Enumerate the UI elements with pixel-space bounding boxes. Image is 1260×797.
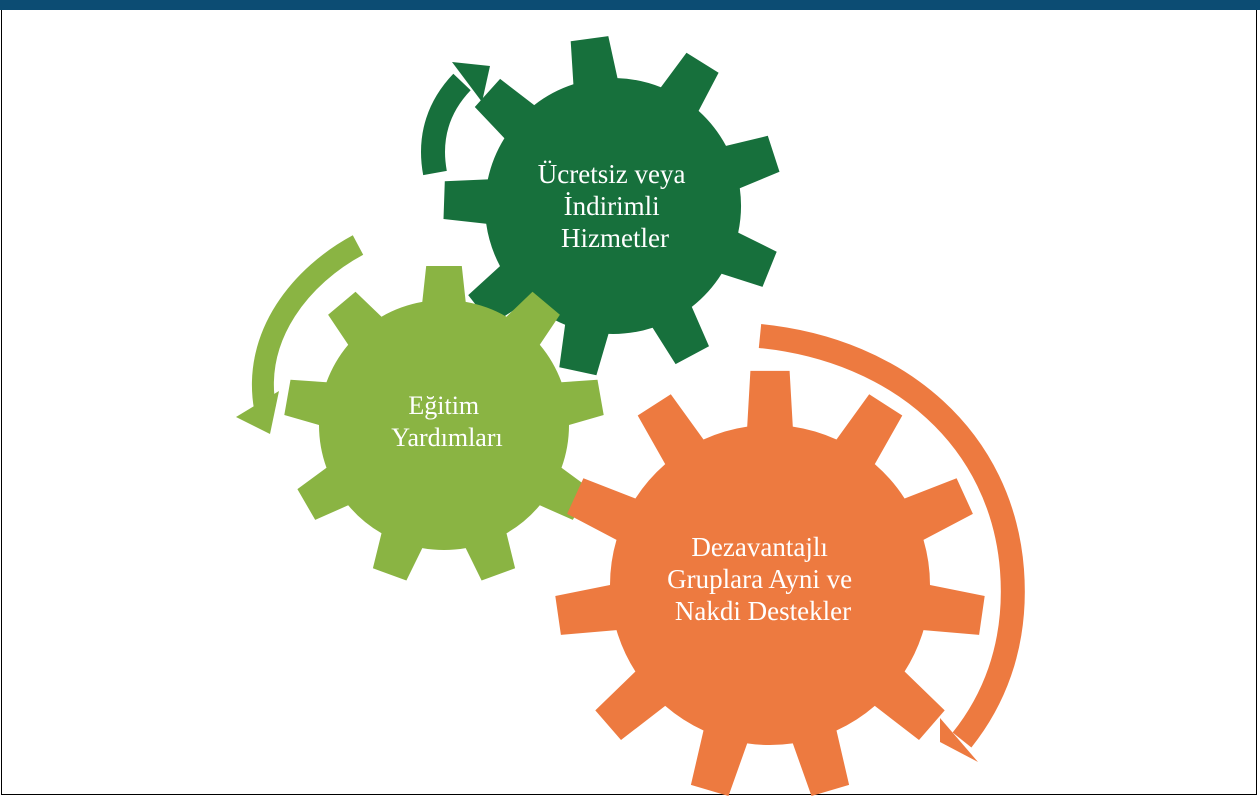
gear-support [555, 370, 985, 796]
gear-services-line-1: Ücretsiz veya [538, 159, 686, 189]
gear-support-line-1: Dezavantajlı [691, 532, 827, 562]
gear-services [443, 36, 780, 376]
gear-services-label: Ücretsiz veya İndirimli Hizmetler [538, 159, 692, 253]
gear-support-line-2: Gruplara Ayni ve [667, 564, 852, 594]
canvas-border [1, 10, 1257, 795]
gear-services-line-3: Hizmetler [561, 223, 669, 253]
gear-education-line-2: Yardımları [391, 423, 502, 452]
top-bar [0, 0, 1260, 10]
gear-education-line-1: Eğitim [408, 391, 479, 420]
gear-education-label: Eğitim Yardımları [391, 391, 502, 452]
gear-support-label: Dezavantajlı Gruplara Ayni ve Nakdi Dest… [667, 532, 859, 626]
arrow-orange [758, 324, 1025, 762]
gear-support-line-3: Nakdi Destekler [675, 596, 851, 626]
gear-education [284, 266, 604, 581]
arrow-dark-green [421, 62, 490, 176]
arrow-light-green [236, 235, 364, 434]
gear-services-line-2: İndirimli [564, 191, 660, 221]
